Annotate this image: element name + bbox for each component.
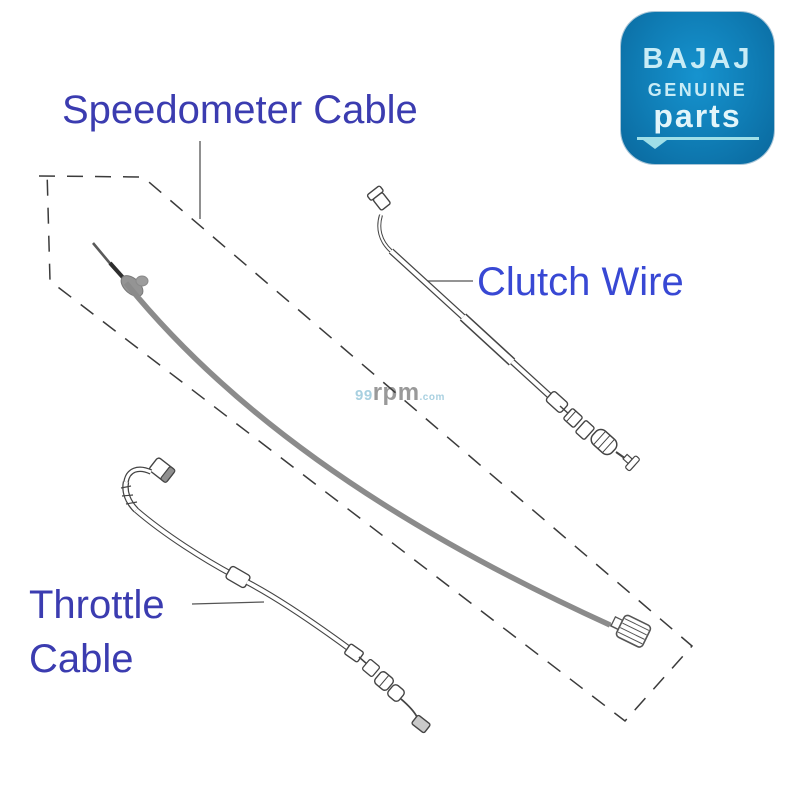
- dashed-outline: [38, 169, 694, 723]
- watermark-suffix: .com: [419, 392, 445, 403]
- throttle-label-line1: Throttle: [29, 583, 165, 627]
- logo-parts-text: parts: [653, 98, 742, 134]
- logo-brand-text: BAJAJ: [642, 43, 753, 75]
- speedometer-cable-drawing: [92, 242, 652, 648]
- watermark-prefix: 99: [355, 387, 373, 404]
- clutch-wire-label: Clutch Wire: [477, 260, 684, 304]
- logo-arrow-down-icon: [642, 140, 667, 149]
- speedometer-cable-label: Speedometer Cable: [62, 88, 418, 132]
- throttle-label-line2: Cable: [29, 637, 134, 681]
- logo-genuine-text: GENUINE: [647, 80, 748, 100]
- throttle-cable-drawing: [120, 457, 431, 734]
- throttle-leader-line: [191, 601, 265, 605]
- bajaj-genuine-parts-logo: BAJAJ GENUINE parts: [621, 12, 774, 164]
- throttle-cable-label: Throttle Cable: [29, 578, 165, 686]
- clutch-wire-drawing: [366, 185, 640, 472]
- watermark-name: rpm: [372, 379, 420, 406]
- logo-underline: [636, 137, 759, 149]
